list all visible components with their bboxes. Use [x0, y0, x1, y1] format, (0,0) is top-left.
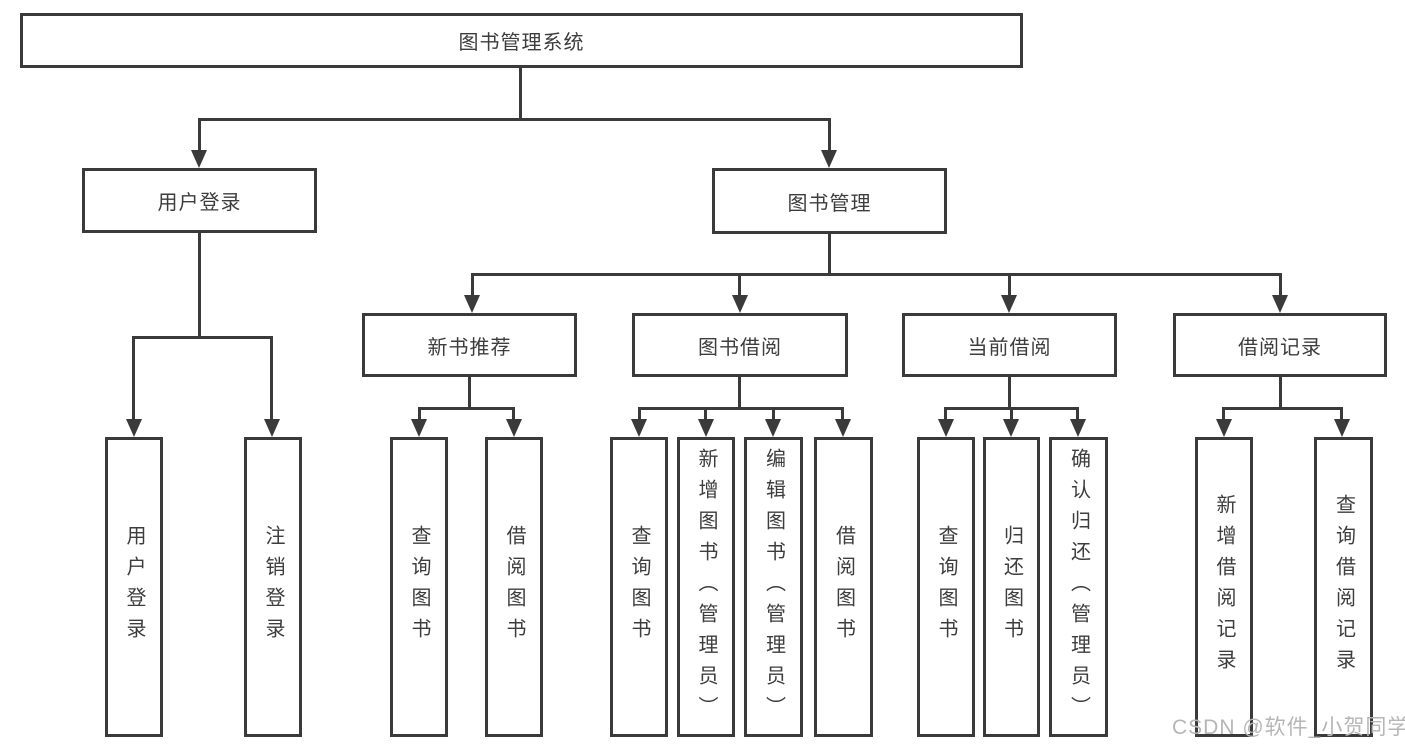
connector-g4-shaft-3	[1076, 407, 1079, 421]
connector-g5-shaft-2	[1340, 407, 1343, 421]
leaf-query-books-3-label: 查询图书	[935, 525, 957, 649]
connector-g2-shaft-2	[512, 407, 515, 421]
node-current-borrowing-label: 当前借阅	[967, 336, 1052, 359]
leaf-query-books-1-label: 查询图书	[408, 525, 430, 649]
arrowhead-leaf-edit-books-admin	[765, 419, 781, 437]
leaf-return-books: 归还图书	[983, 437, 1040, 737]
leaf-query-borrow-record-label: 查询借阅记录	[1332, 494, 1355, 680]
arrowhead-new-book-recommend	[464, 295, 480, 313]
node-new-book-recommend-label: 新书推荐	[427, 336, 512, 359]
arrowhead-borrowing-records	[1272, 295, 1288, 313]
node-borrowing-records-label: 借阅记录	[1238, 336, 1322, 359]
connector-g1-split	[132, 336, 273, 339]
csdn-watermark: CSDN @软件_小贺同学	[1172, 716, 1405, 739]
arrowhead-leaf-add-borrow-record	[1216, 419, 1232, 437]
node-borrowing-records: 借阅记录	[1173, 313, 1387, 377]
node-new-book-recommend: 新书推荐	[362, 313, 577, 377]
connector-g5-split	[1222, 407, 1343, 410]
arrowhead-book-borrowing	[732, 295, 748, 313]
arrowhead-leaf-query-borrow-record	[1334, 419, 1350, 437]
leaf-query-books-1: 查询图书	[390, 437, 448, 737]
arrowhead-leaf-borrow-books-2	[835, 419, 851, 437]
node-book-borrowing: 图书借阅	[632, 313, 848, 377]
connector-g2-split	[418, 407, 515, 410]
connector-g5-shaft-1	[1222, 407, 1225, 421]
connector-book-borrow-stub	[738, 377, 741, 409]
node-current-borrowing: 当前借阅	[902, 313, 1117, 377]
connector-current-borrow-stub	[1008, 377, 1011, 409]
leaf-query-borrow-record: 查询借阅记录	[1314, 437, 1373, 737]
leaf-query-books-3: 查询图书	[917, 437, 975, 737]
node-root-label: 图书管理系统	[458, 32, 585, 54]
arrowhead-leaf-add-books-admin	[698, 419, 714, 437]
arrowhead-book-management	[821, 150, 837, 168]
connector-root-stub	[519, 68, 522, 120]
leaf-add-borrow-record: 新增借阅记录	[1195, 437, 1253, 737]
connector-l1-left-shaft	[198, 118, 201, 154]
leaf-add-borrow-record-label: 新增借阅记录	[1213, 494, 1235, 680]
node-book-management-label: 图书管理	[787, 192, 872, 215]
leaf-query-books-2-label: 查询图书	[628, 525, 650, 649]
leaf-return-books-label: 归还图书	[1000, 525, 1023, 649]
arrowhead-leaf-query-books-1	[411, 419, 427, 437]
leaf-edit-books-admin-label: 编辑图书（管理员）	[762, 447, 785, 727]
arrowhead-current-borrowing	[1001, 295, 1017, 313]
arrowhead-leaf-logout-login	[264, 419, 280, 437]
leaf-confirm-return-admin-label: 确认归还（管理员）	[1067, 447, 1090, 727]
leaf-logout-login: 注销登录	[244, 437, 302, 737]
connector-user-login-stub	[198, 233, 201, 339]
connector-g3-shaft-3	[772, 407, 775, 421]
connector-l3-shaft-1	[471, 273, 474, 297]
connector-l3-shaft-3	[1008, 273, 1011, 297]
node-book-borrowing-label: 图书借阅	[698, 336, 782, 359]
leaf-query-books-2: 查询图书	[610, 437, 668, 737]
connector-l3-shaft-4	[1279, 273, 1282, 297]
node-user-login-label: 用户登录	[157, 192, 242, 214]
connector-g2-shaft-1	[418, 407, 421, 421]
connector-book-mgmt-stub	[828, 234, 831, 275]
arrowhead-leaf-borrow-books-1	[506, 419, 522, 437]
leaf-logout-login-label: 注销登录	[262, 525, 284, 649]
leaf-user-login: 用户登录	[105, 437, 163, 737]
arrowhead-user-login	[191, 150, 207, 168]
leaf-borrow-books-2: 借阅图书	[814, 437, 873, 737]
connector-g3-shaft-4	[841, 407, 844, 421]
node-root: 图书管理系统	[20, 13, 1023, 68]
connector-borrow-records-stub	[1279, 377, 1282, 409]
connector-g1-shaft-1	[132, 336, 135, 421]
connector-g4-shaft-1	[944, 407, 947, 421]
arrowhead-leaf-query-books-2	[631, 419, 647, 437]
arrowhead-leaf-query-books-3	[938, 419, 954, 437]
leaf-borrow-books-1: 借阅图书	[485, 437, 543, 737]
leaf-borrow-books-1-label: 借阅图书	[503, 525, 525, 649]
connector-g1-shaft-2	[270, 336, 273, 421]
connector-g3-split	[638, 407, 844, 410]
connector-g4-shaft-2	[1010, 407, 1013, 421]
connector-l1-right-shaft	[828, 118, 831, 154]
arrowhead-leaf-user-login	[126, 419, 142, 437]
node-user-login: 用户登录	[82, 168, 317, 233]
leaf-add-books-admin-label: 新增图书（管理员）	[695, 447, 717, 727]
connector-l1-split	[198, 118, 831, 121]
connector-new-book-stub	[468, 377, 471, 409]
connector-g3-shaft-2	[704, 407, 707, 421]
arrowhead-leaf-confirm-return	[1070, 419, 1086, 437]
leaf-edit-books-admin: 编辑图书（管理员）	[744, 437, 803, 737]
connector-g3-shaft-1	[638, 407, 641, 421]
connector-l3-shaft-2	[738, 273, 741, 297]
connector-l3-split	[471, 273, 1282, 276]
leaf-add-books-admin: 新增图书（管理员）	[677, 437, 735, 737]
leaf-user-login-label: 用户登录	[123, 525, 145, 649]
arrowhead-leaf-return-books	[1003, 419, 1019, 437]
leaf-confirm-return-admin: 确认归还（管理员）	[1049, 437, 1108, 737]
leaf-borrow-books-2-label: 借阅图书	[832, 525, 855, 649]
node-book-management: 图书管理	[712, 168, 947, 234]
